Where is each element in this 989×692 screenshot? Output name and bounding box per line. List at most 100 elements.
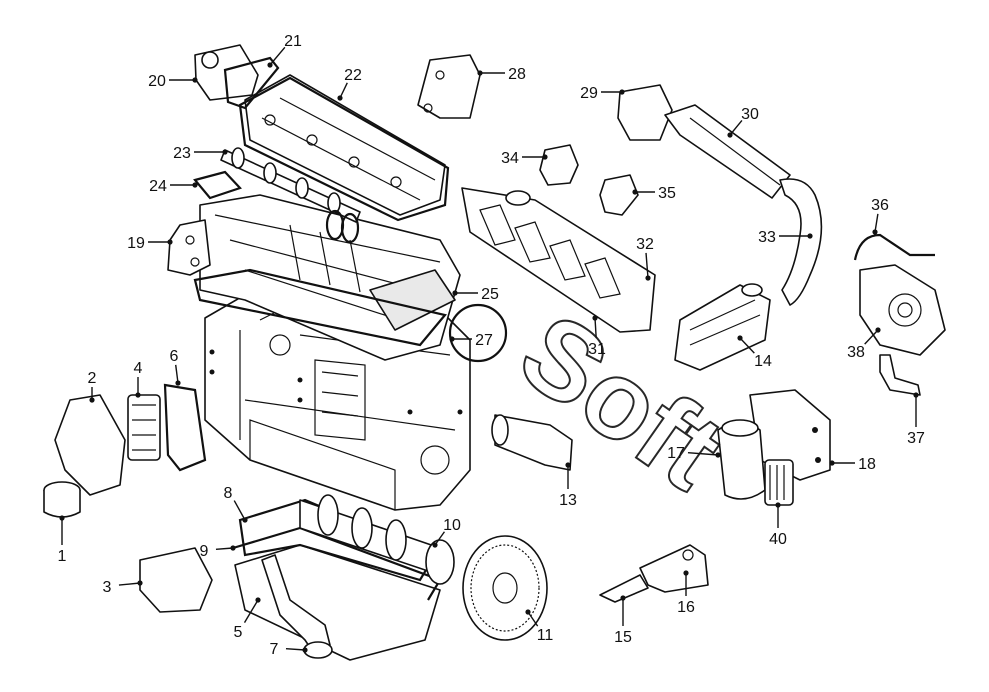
callout-7: 7 [270,641,308,658]
callout-37: 37 [907,392,925,447]
callout-anchor-dot [222,149,228,155]
valve-cover [238,74,450,222]
callout-40: 40 [769,502,787,548]
starter-motor [491,414,573,471]
callout-anchor-dot [715,452,721,458]
callout-anchor-dot [192,182,198,188]
callout-anchor-dot [620,595,626,601]
callout-anchor-dot [59,515,65,521]
callout-anchor-dot [829,460,835,466]
callout-11: 11 [525,609,553,644]
egr-valve [539,144,639,216]
callout-anchor-dot [619,89,625,95]
cylinder-head [193,194,461,361]
callout-number: 5 [234,624,243,641]
callout-number: 7 [270,641,279,658]
callout-anchor-dot [525,609,531,615]
callout-number: 6 [170,348,179,365]
callout-number: 29 [580,85,598,102]
callout-28: 28 [477,66,526,83]
callout-anchor-dot [542,154,548,160]
callout-number: 35 [658,185,676,202]
turbocharger [853,233,946,396]
callout-anchor-dot [89,397,95,403]
watermark-o-ring [448,303,508,363]
callout-number: 28 [508,66,526,83]
callout-number: 37 [907,430,925,447]
callout-anchor-dot [913,392,919,398]
callout-18: 18 [829,456,876,473]
callout-25: 25 [452,286,499,303]
callout-32: 32 [636,236,654,281]
callout-anchor-dot [565,462,571,468]
hose-33 [779,178,823,306]
callout-number: 8 [224,485,233,502]
callout-anchor-dot [683,570,689,576]
callout-15: 15 [614,595,632,646]
callout-leader-line [269,46,286,66]
callout-number: 33 [758,229,776,246]
callout-anchor-dot [135,392,141,398]
callout-leader-line [243,599,259,623]
callout-4: 4 [134,360,143,398]
callout-9: 9 [200,543,236,560]
callout-29: 29 [580,85,625,102]
callout-leader-line [527,611,539,627]
callout-number: 11 [537,627,554,644]
callout-2: 2 [88,370,97,403]
callout-number: 10 [443,517,461,534]
callout-leader-line [687,452,719,456]
callout-leader-line [339,82,348,99]
callout-anchor-dot [137,580,143,586]
callout-anchor-dot [477,70,483,76]
callout-number: 2 [88,370,97,387]
callout-number: 15 [614,629,632,646]
callout-31: 31 [588,315,606,358]
callout-anchor-dot [632,189,638,195]
callout-anchor-dot [167,239,173,245]
callout-leader-line [739,337,755,354]
camshaft [220,147,361,244]
callout-anchor-dot [242,517,248,523]
exhaust-manifold [461,187,656,333]
callout-anchor-dot [775,502,781,508]
callout-anchor-dot [302,647,308,653]
callout-number: 9 [200,543,209,560]
callout-anchor-dot [230,545,236,551]
callout-anchor-dot [727,132,733,138]
callout-number: 25 [481,286,499,303]
callout-number: 27 [475,332,493,349]
callout-anchor-dot [255,597,261,603]
callout-leader-line [645,252,649,279]
callout-anchor-dot [737,335,743,341]
gasket-24 [193,170,242,200]
callout-number: 38 [847,344,865,361]
fuel-filter [717,389,831,506]
callout-anchor-dot [449,336,455,342]
callout-10: 10 [432,517,461,548]
callout-number: 14 [754,353,772,370]
callout-number: 30 [741,106,759,123]
callout-anchor-dot [337,95,343,101]
callout-number: 17 [667,445,685,462]
callout-number: 22 [344,67,362,84]
callout-35: 35 [632,185,676,202]
callout-24: 24 [149,178,198,195]
callout-number: 18 [858,456,876,473]
callout-30: 30 [727,106,759,138]
callout-20: 20 [148,73,198,90]
callout-anchor-dot [267,62,273,68]
callout-number: 24 [149,178,167,195]
callout-number: 3 [103,579,112,596]
callout-21: 21 [267,33,302,68]
callout-leader-line [215,547,234,551]
callout-leader-line [233,500,246,521]
callout-number: 34 [501,150,519,167]
callout-number: 1 [58,548,67,565]
callout-3: 3 [103,579,143,596]
callout-anchor-dot [192,77,198,83]
bracket-28 [417,54,481,119]
callout-1: 1 [58,515,67,565]
callout-23: 23 [173,145,228,162]
callout-14: 14 [737,335,772,370]
